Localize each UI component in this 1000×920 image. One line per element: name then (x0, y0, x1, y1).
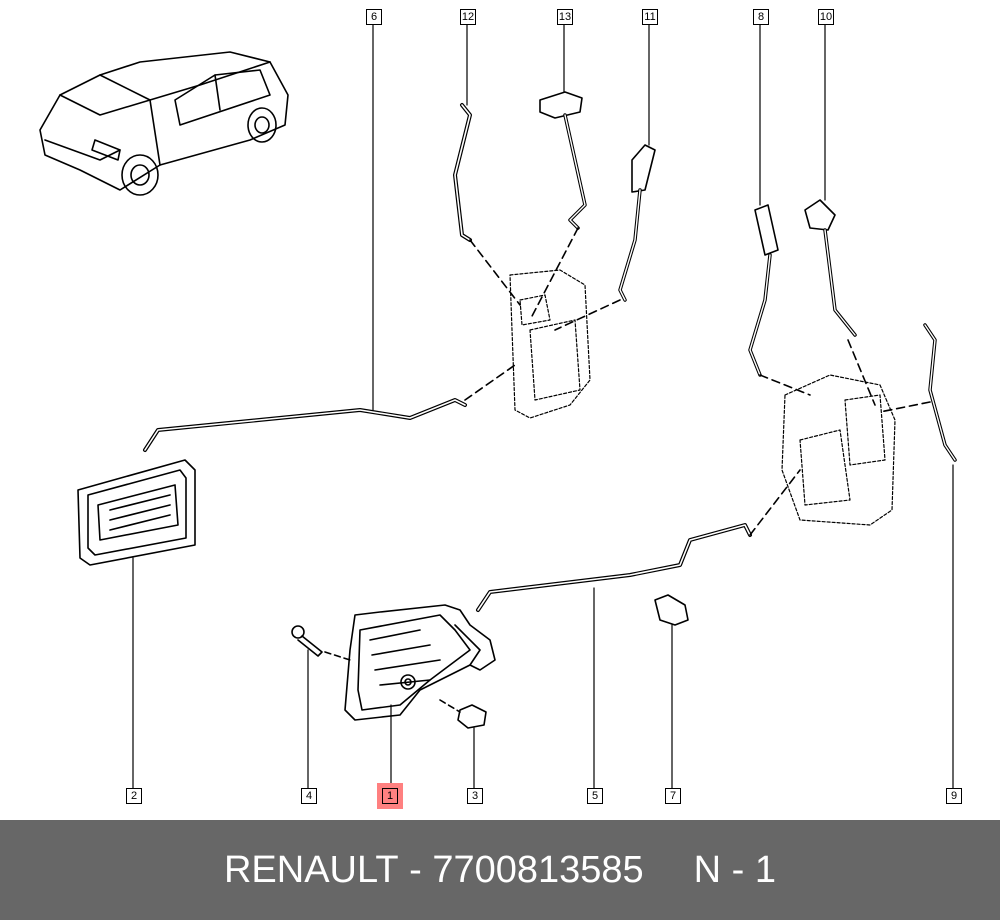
callout-3[interactable]: 3 (467, 788, 483, 804)
part-13-rod (529, 23, 587, 321)
exploded-parts-drawing (39, 23, 957, 789)
callout-6[interactable]: 6 (366, 9, 382, 25)
part-4-screw (291, 625, 351, 789)
part-6-rod (143, 23, 516, 452)
callout-2[interactable]: 2 (126, 788, 142, 804)
callout-1-highlighted[interactable]: 1 (382, 788, 398, 804)
part-8-rod (748, 23, 811, 396)
part-5-rod (476, 469, 801, 789)
car-thumbnail (39, 51, 289, 196)
part-12-rod (453, 23, 521, 306)
part-2-handle-bezel (77, 459, 196, 789)
part-info-footer: RENAULT - 7700813585 N - 1 (0, 820, 1000, 920)
position-label: N - 1 (693, 848, 777, 891)
callout-4[interactable]: 4 (301, 788, 317, 804)
part-number: 7700813585 (432, 848, 644, 891)
callout-5[interactable]: 5 (587, 788, 603, 804)
callout-12[interactable]: 12 (460, 9, 476, 25)
part-3-clip (439, 699, 487, 789)
part-10-rod (804, 23, 876, 406)
part-7-clip (654, 594, 689, 789)
callout-9[interactable]: 9 (946, 788, 962, 804)
callout-10[interactable]: 10 (818, 9, 834, 25)
rear-lock-mechanism (781, 374, 896, 526)
front-lock-mechanism (509, 269, 591, 419)
brand-name: RENAULT (223, 848, 399, 891)
part-1-inner-handle (344, 604, 496, 789)
part-11-rod (554, 23, 656, 331)
callout-8[interactable]: 8 (753, 9, 769, 25)
separator: - (398, 848, 433, 891)
part-9-rod (879, 323, 957, 789)
callout-13[interactable]: 13 (557, 9, 573, 25)
callout-7[interactable]: 7 (665, 788, 681, 804)
callout-11[interactable]: 11 (642, 9, 658, 25)
